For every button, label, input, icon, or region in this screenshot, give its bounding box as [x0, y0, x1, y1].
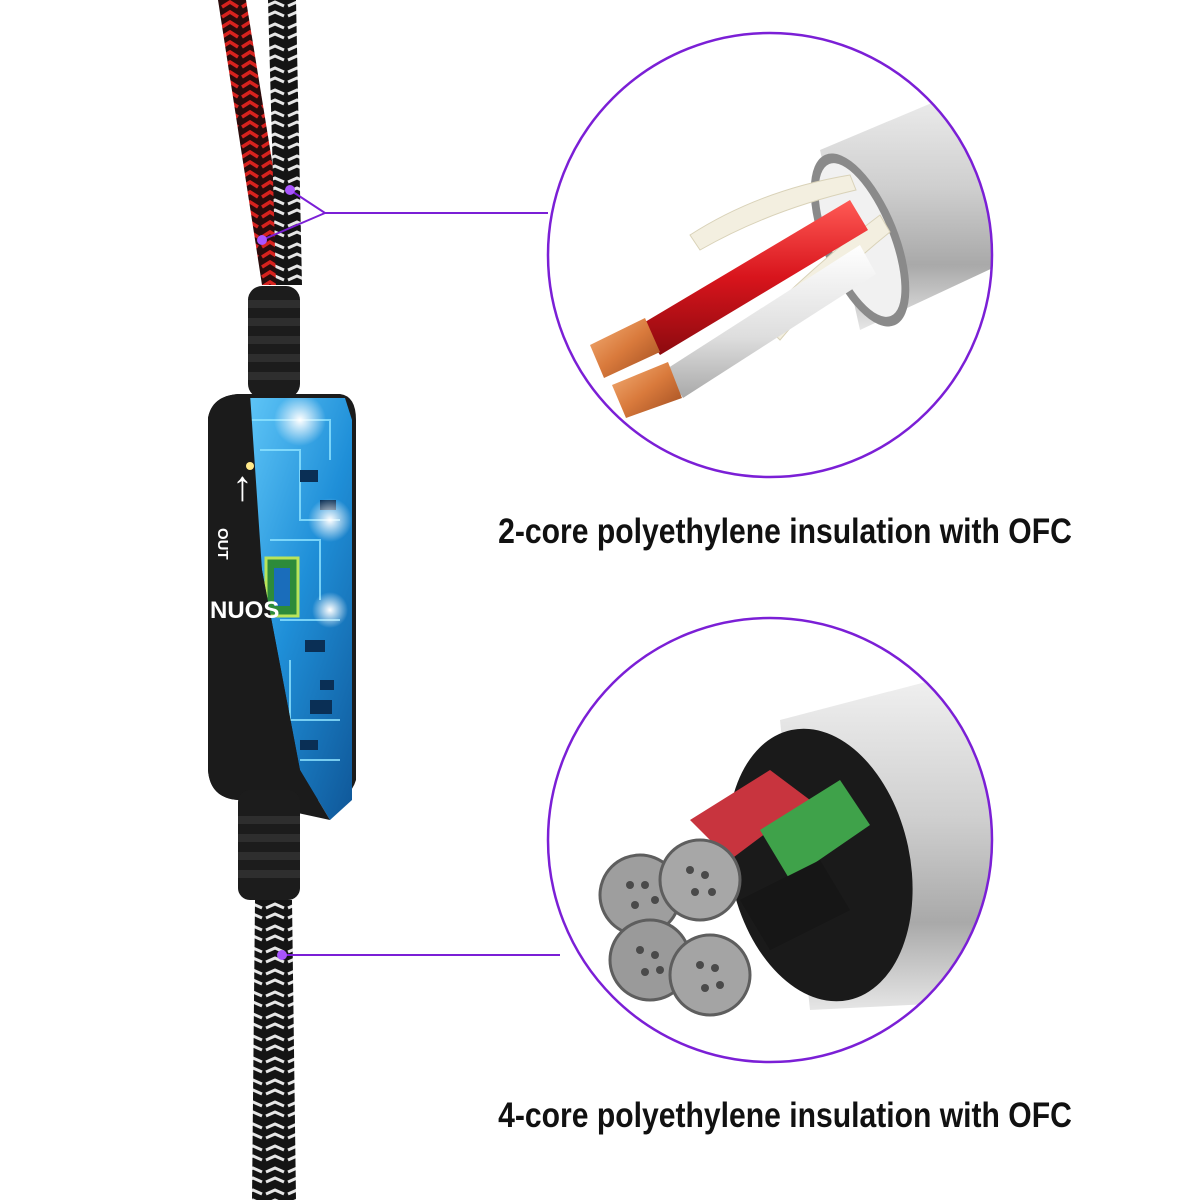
two-core-caption: 2-core polyethylene insulation with OFC — [498, 512, 1072, 551]
conductor-bundles — [598, 838, 752, 1017]
strain-relief-top — [248, 286, 300, 398]
callout-dot — [285, 185, 295, 195]
brand-label: NUOS — [210, 597, 279, 624]
out-label: OUT — [214, 528, 231, 560]
out-arrow-icon: ↑ — [232, 462, 253, 509]
detail-circle-border — [546, 31, 994, 479]
callout-dot — [277, 950, 287, 960]
strain-relief-bottom — [238, 790, 300, 900]
lower-braided-cable — [252, 900, 296, 1200]
callout-lines — [261, 189, 560, 956]
detail-circle-border — [546, 616, 994, 1064]
four-core-detail-circle — [546, 616, 994, 1064]
inline-control-box: ↑ OUT NUOS — [208, 394, 356, 820]
callout-dot — [257, 235, 267, 245]
black-braided-cable — [268, 0, 302, 285]
four-core-caption: 4-core polyethylene insulation with OFC — [498, 1096, 1072, 1135]
red-braided-cable — [218, 0, 292, 285]
two-core-detail-circle — [546, 31, 994, 479]
upper-cables — [218, 0, 302, 285]
